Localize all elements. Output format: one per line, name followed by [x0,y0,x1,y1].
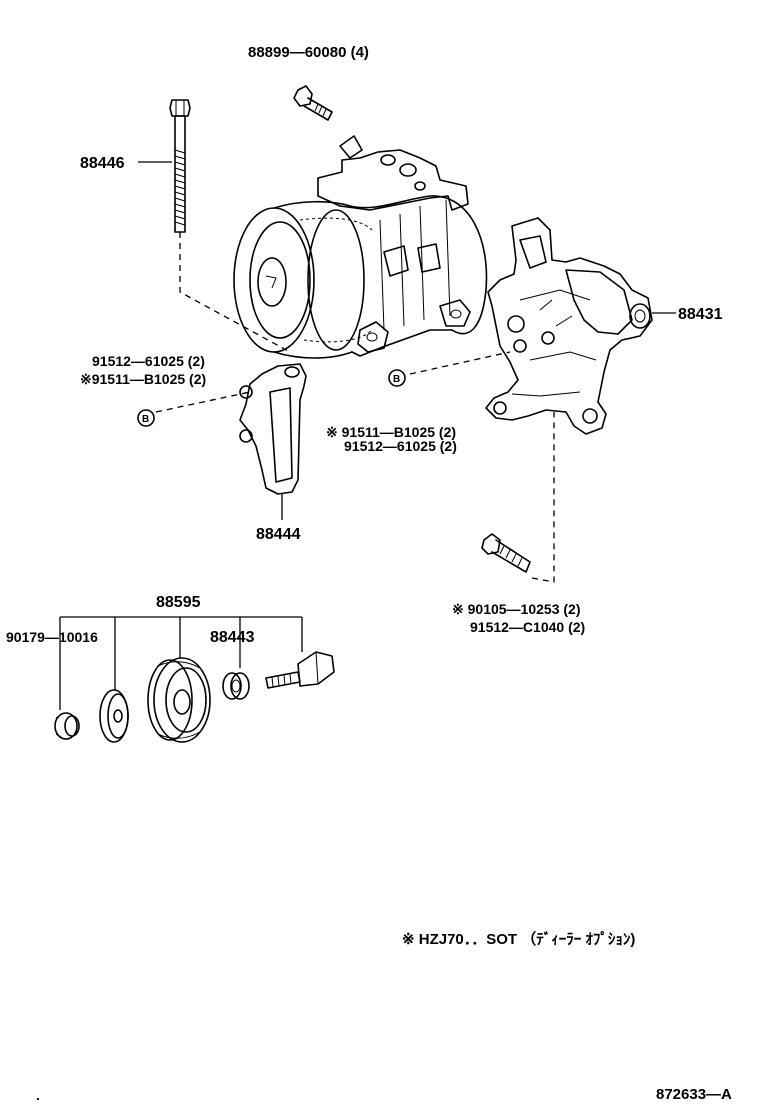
compressor-icon [233,135,488,359]
label-91511-b1025-left: ※91511—B1025 (2) [80,371,206,387]
svg-text:B: B [142,414,149,425]
assembly-line-mid-b [409,351,511,375]
label-88595: 88595 [156,594,201,611]
leader-88595-bracket [59,616,303,710]
label-88444: 88444 [256,526,301,543]
callout-b-mid: B [388,369,406,387]
bolt-90105-icon [481,533,531,573]
long-bolt-88446-icon [169,99,191,233]
assembly-line-88446 [179,232,291,353]
label-91512-61025-mid: 91512—61025 (2) [344,438,457,454]
assembly-line-left-b [155,391,251,413]
label-91512-61025-left: 91512—61025 (2) [92,353,205,369]
label-88899-60080: 88899—60080 (4) [248,44,369,61]
idler-bolt-icon [265,651,335,689]
label-88431: 88431 [678,306,723,323]
label-88443: 88443 [210,629,255,646]
label-91512-c1040: 91512—C1040 (2) [470,619,585,635]
adjusting-bar-88444-icon [239,363,307,495]
label-88446: 88446 [80,155,125,172]
label-90105-10253: ※ 90105—10253 (2) [452,601,580,617]
bolt-88899-icon [293,85,333,121]
nut-90179-icon [54,712,80,740]
collar-88443-icon [222,672,250,700]
applicability-note: ※ HZJ70．．SOT （ﾃﾞｨｰﾗｰ ｵﾌﾟｼｮﾝ) [402,930,635,948]
idler-pulley-icon [147,657,211,743]
svg-text:B: B [393,374,400,385]
washer-icon [99,689,129,743]
bracket-88431-icon [485,217,653,435]
label-91511-b1025-mid: ※ 91511—B1025 (2) [326,424,456,440]
corner-mark: . [36,1087,40,1103]
diagram-id: 872633—A [656,1086,732,1103]
label-90179-10016: 90179—10016 [6,629,98,645]
callout-b-left: B [137,409,155,427]
assembly-line-lower-bolt [531,412,555,583]
